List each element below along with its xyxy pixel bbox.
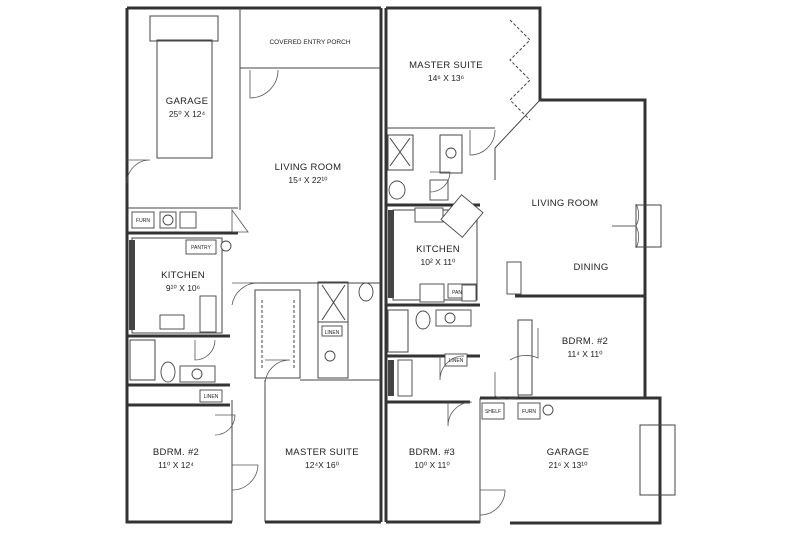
linen-label-right: LINEN <box>449 358 464 364</box>
living-left-dims: 15⁴ X 22¹⁰ <box>288 175 328 185</box>
exterior-walls <box>125 6 662 525</box>
range-left <box>199 295 217 333</box>
bdrm2-right-dims: 11⁴ X 11⁰ <box>567 349 603 359</box>
furn-label-left: FURN <box>136 218 150 224</box>
shelf-right <box>481 402 505 420</box>
linen-label-left: LINEN <box>204 394 219 400</box>
furn-label-right: FURN <box>522 409 536 415</box>
dryer-left <box>179 211 197 229</box>
master-sink-right <box>445 147 457 159</box>
kitchen-right-name: KITCHEN <box>416 244 460 255</box>
toilet-left <box>160 361 176 383</box>
porch-name: COVERED ENTRY PORCH <box>269 39 350 46</box>
furnace-right <box>517 402 541 420</box>
toilet-right <box>415 310 431 330</box>
bdrm3-right-name: BDRM. #3 <box>409 447 455 458</box>
pantry-left <box>185 239 217 255</box>
range-right <box>419 283 445 303</box>
toilet-master-left <box>358 282 374 302</box>
kitchen-left-dims: 9¹⁰ X 10⁶ <box>166 283 200 293</box>
left-unit-fixtures: FURN PANTRY LINEN LINEN <box>129 211 374 403</box>
garage-left-dims: 25⁰ X 12⁴ <box>169 109 206 119</box>
living-left-name: LIVING ROOM <box>275 162 342 173</box>
right-unit-fixtures: PANTRY LINEN SHELF FURN <box>388 137 554 420</box>
linen-left <box>199 389 223 403</box>
toilet-master-right <box>388 180 406 200</box>
pantry-label-left: PANTRY <box>191 245 211 251</box>
sink-left <box>159 314 185 330</box>
linen-label-master-left: LINEN <box>325 330 340 336</box>
master-left-name: MASTER SUITE <box>285 447 359 458</box>
left-unit-doors <box>126 69 291 491</box>
garage-right-name: GARAGE <box>547 447 589 458</box>
sink-right <box>414 207 444 223</box>
master-sink-left <box>324 350 336 362</box>
room-labels: GARAGE 25⁰ X 12⁴ COVERED ENTRY PORCH LIV… <box>153 39 608 470</box>
bdrm2-left-dims: 11⁰ X 12⁴ <box>158 460 194 470</box>
living-right-name: LIVING ROOM <box>532 198 599 209</box>
bdrm3-right-dims: 10⁰ X 11⁰ <box>414 460 450 470</box>
master-right-name: MASTER SUITE <box>409 60 483 71</box>
furnace-left <box>131 211 155 229</box>
garage-right-dims: 21⁶ X 13¹⁰ <box>548 460 588 470</box>
shelf-label-right: SHELF <box>485 409 501 415</box>
right-unit-walls <box>386 19 676 523</box>
kitchen-right-dims: 10² X 11⁰ <box>421 257 457 267</box>
water-heater-right <box>542 404 554 416</box>
garage-left-name: GARAGE <box>166 96 208 107</box>
right-unit-doors <box>429 129 640 516</box>
left-unit-walls <box>127 8 381 522</box>
bdrm2-right-name: BDRM. #2 <box>562 336 608 347</box>
dining-right-name: DINING <box>573 262 608 273</box>
kitchen-left-name: KITCHEN <box>161 270 205 281</box>
master-right-dims: 14⁶ X 13⁶ <box>428 73 464 83</box>
bdrm2-left-name: BDRM. #2 <box>153 447 199 458</box>
master-left-dims: 12⁴X 16⁰ <box>305 460 340 470</box>
